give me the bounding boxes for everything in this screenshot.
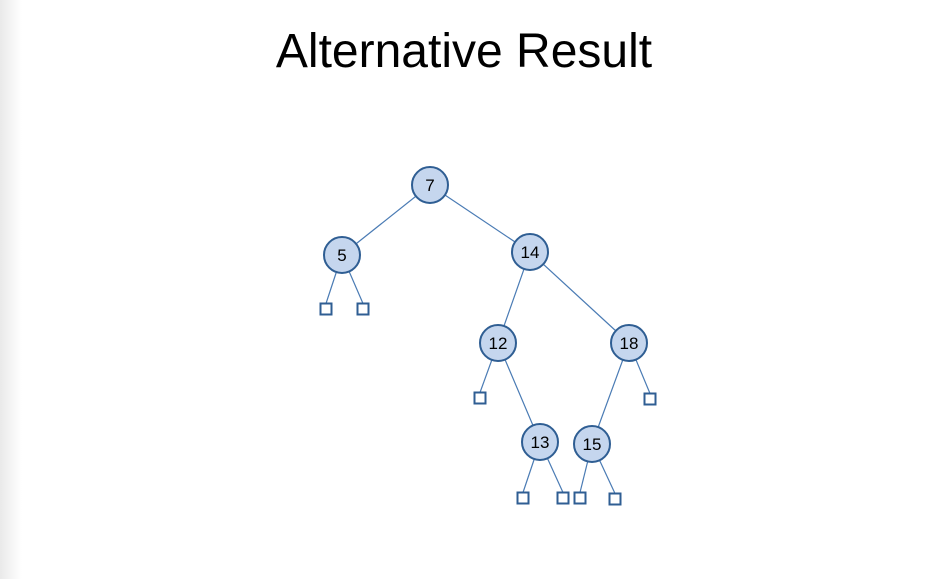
tree-node-circle [479,324,517,362]
tree-node-15: 15 [573,425,611,463]
leaf-13-right-null-box [556,491,570,505]
tree-node-label: 7 [425,176,434,195]
tree-node-circle [411,166,449,204]
tree-node-circle [521,423,559,461]
tree-node-label: 15 [583,435,602,454]
tree-node-13: 13 [521,423,559,461]
tree-node-5: 5 [323,236,361,274]
leaf-15-right-null-box [608,492,622,506]
leaf-13-left-null-box [516,491,530,505]
tree-node-circle [511,233,549,271]
tree-node-circle [323,236,361,274]
slide-title: Alternative Result [275,25,653,78]
tree-node-circle [610,324,648,362]
leaf-15-left-null-box [573,491,587,505]
tree-node-label: 12 [489,334,508,353]
tree-node-12: 12 [479,324,517,362]
tree-node-18: 18 [610,324,648,362]
slide-left-shadow [0,0,22,579]
leaf-5-right-null-box [356,302,370,316]
tree-node-14: 14 [511,233,549,271]
tree-nodes: 7 5 14 12 18 13 15 [323,166,648,463]
tree-null-leaves [319,302,657,506]
tree-node-circle [573,425,611,463]
tree-node-label: 13 [531,433,550,452]
tree-node-label: 5 [337,246,346,265]
leaf-12-left-null-box [473,391,487,405]
tree-node-label: 14 [521,243,540,262]
tree-node-label: 18 [620,334,639,353]
leaf-18-right-null-box [643,392,657,406]
tree-edge-n7-n14 [429,184,531,253]
tree-edge-n14-n18 [529,251,630,344]
tree-node-7: 7 [411,166,449,204]
leaf-5-left-null-box [319,302,333,316]
